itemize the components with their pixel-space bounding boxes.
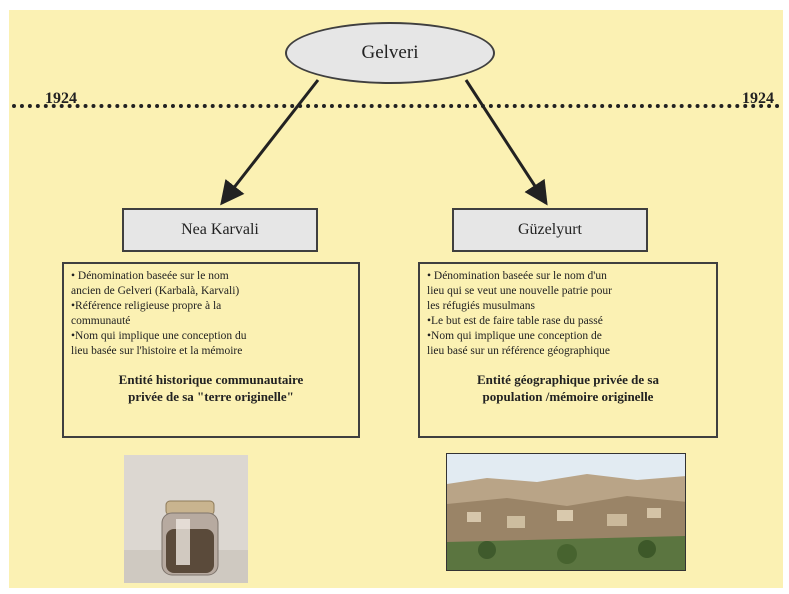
jar-of-soil-photo — [124, 455, 248, 583]
right-conclusion-line-2: population /mémoire originelle — [482, 389, 654, 404]
left-bullet-6: lieu basée sur l'histoire et la mémoire — [71, 345, 243, 357]
right-conclusion-line-1: Entité géographique privée de sa — [477, 372, 659, 387]
year-right: 1924 — [742, 90, 774, 107]
year-left: 1924 — [45, 90, 77, 107]
landscape-illustration — [447, 454, 685, 570]
nea-karvali-box: Nea Karvali — [122, 208, 318, 252]
right-bullet-2: lieu qui se veut une nouvelle patrie pou… — [427, 285, 612, 297]
right-bullet-5: •Nom qui implique une conception de — [427, 330, 602, 342]
guzelyurt-box: Güzelyurt — [452, 208, 648, 252]
left-bullet-3: •Référence religieuse propre à la — [71, 300, 222, 312]
village-landscape-photo — [446, 453, 686, 571]
left-conclusion: Entité historique communautaire privée d… — [71, 371, 351, 405]
left-bullet-5: •Nom qui implique une conception du — [71, 330, 247, 342]
right-bullet-1: • Dénomination baseée sur le nom d'un — [427, 270, 607, 282]
guzelyurt-info: • Dénomination baseée sur le nom d'un li… — [418, 262, 718, 438]
left-bullet-1: • Dénomination baseée sur le nom — [71, 270, 229, 282]
jar-illustration — [124, 455, 248, 583]
right-bullet-3: les réfugiés musulmans — [427, 300, 535, 312]
guzelyurt-label: Güzelyurt — [518, 221, 582, 238]
arrow-right — [464, 79, 548, 206]
nea-karvali-info: • Dénomination baseée sur le nom ancien … — [62, 262, 360, 438]
left-bullet-2: ancien de Gelveri (Karbalà, Karvali) — [71, 285, 240, 297]
left-conclusion-line-2: privée de sa "terre originelle" — [128, 389, 294, 404]
nea-karvali-label: Nea Karvali — [181, 221, 259, 238]
right-conclusion: Entité géographique privée de sa populat… — [427, 371, 709, 405]
gelveri-node: Gelveri — [285, 22, 495, 84]
arrow-left — [220, 79, 320, 206]
right-bullet-4: •Le but est de faire table rase du passé — [427, 315, 603, 327]
left-bullet-4: communauté — [71, 315, 131, 327]
right-bullet-6: lieu basé sur un référence géographique — [427, 345, 610, 357]
gelveri-label: Gelveri — [361, 42, 419, 63]
left-conclusion-line-1: Entité historique communautaire — [118, 372, 304, 387]
timeline-dotted-line — [12, 104, 780, 108]
